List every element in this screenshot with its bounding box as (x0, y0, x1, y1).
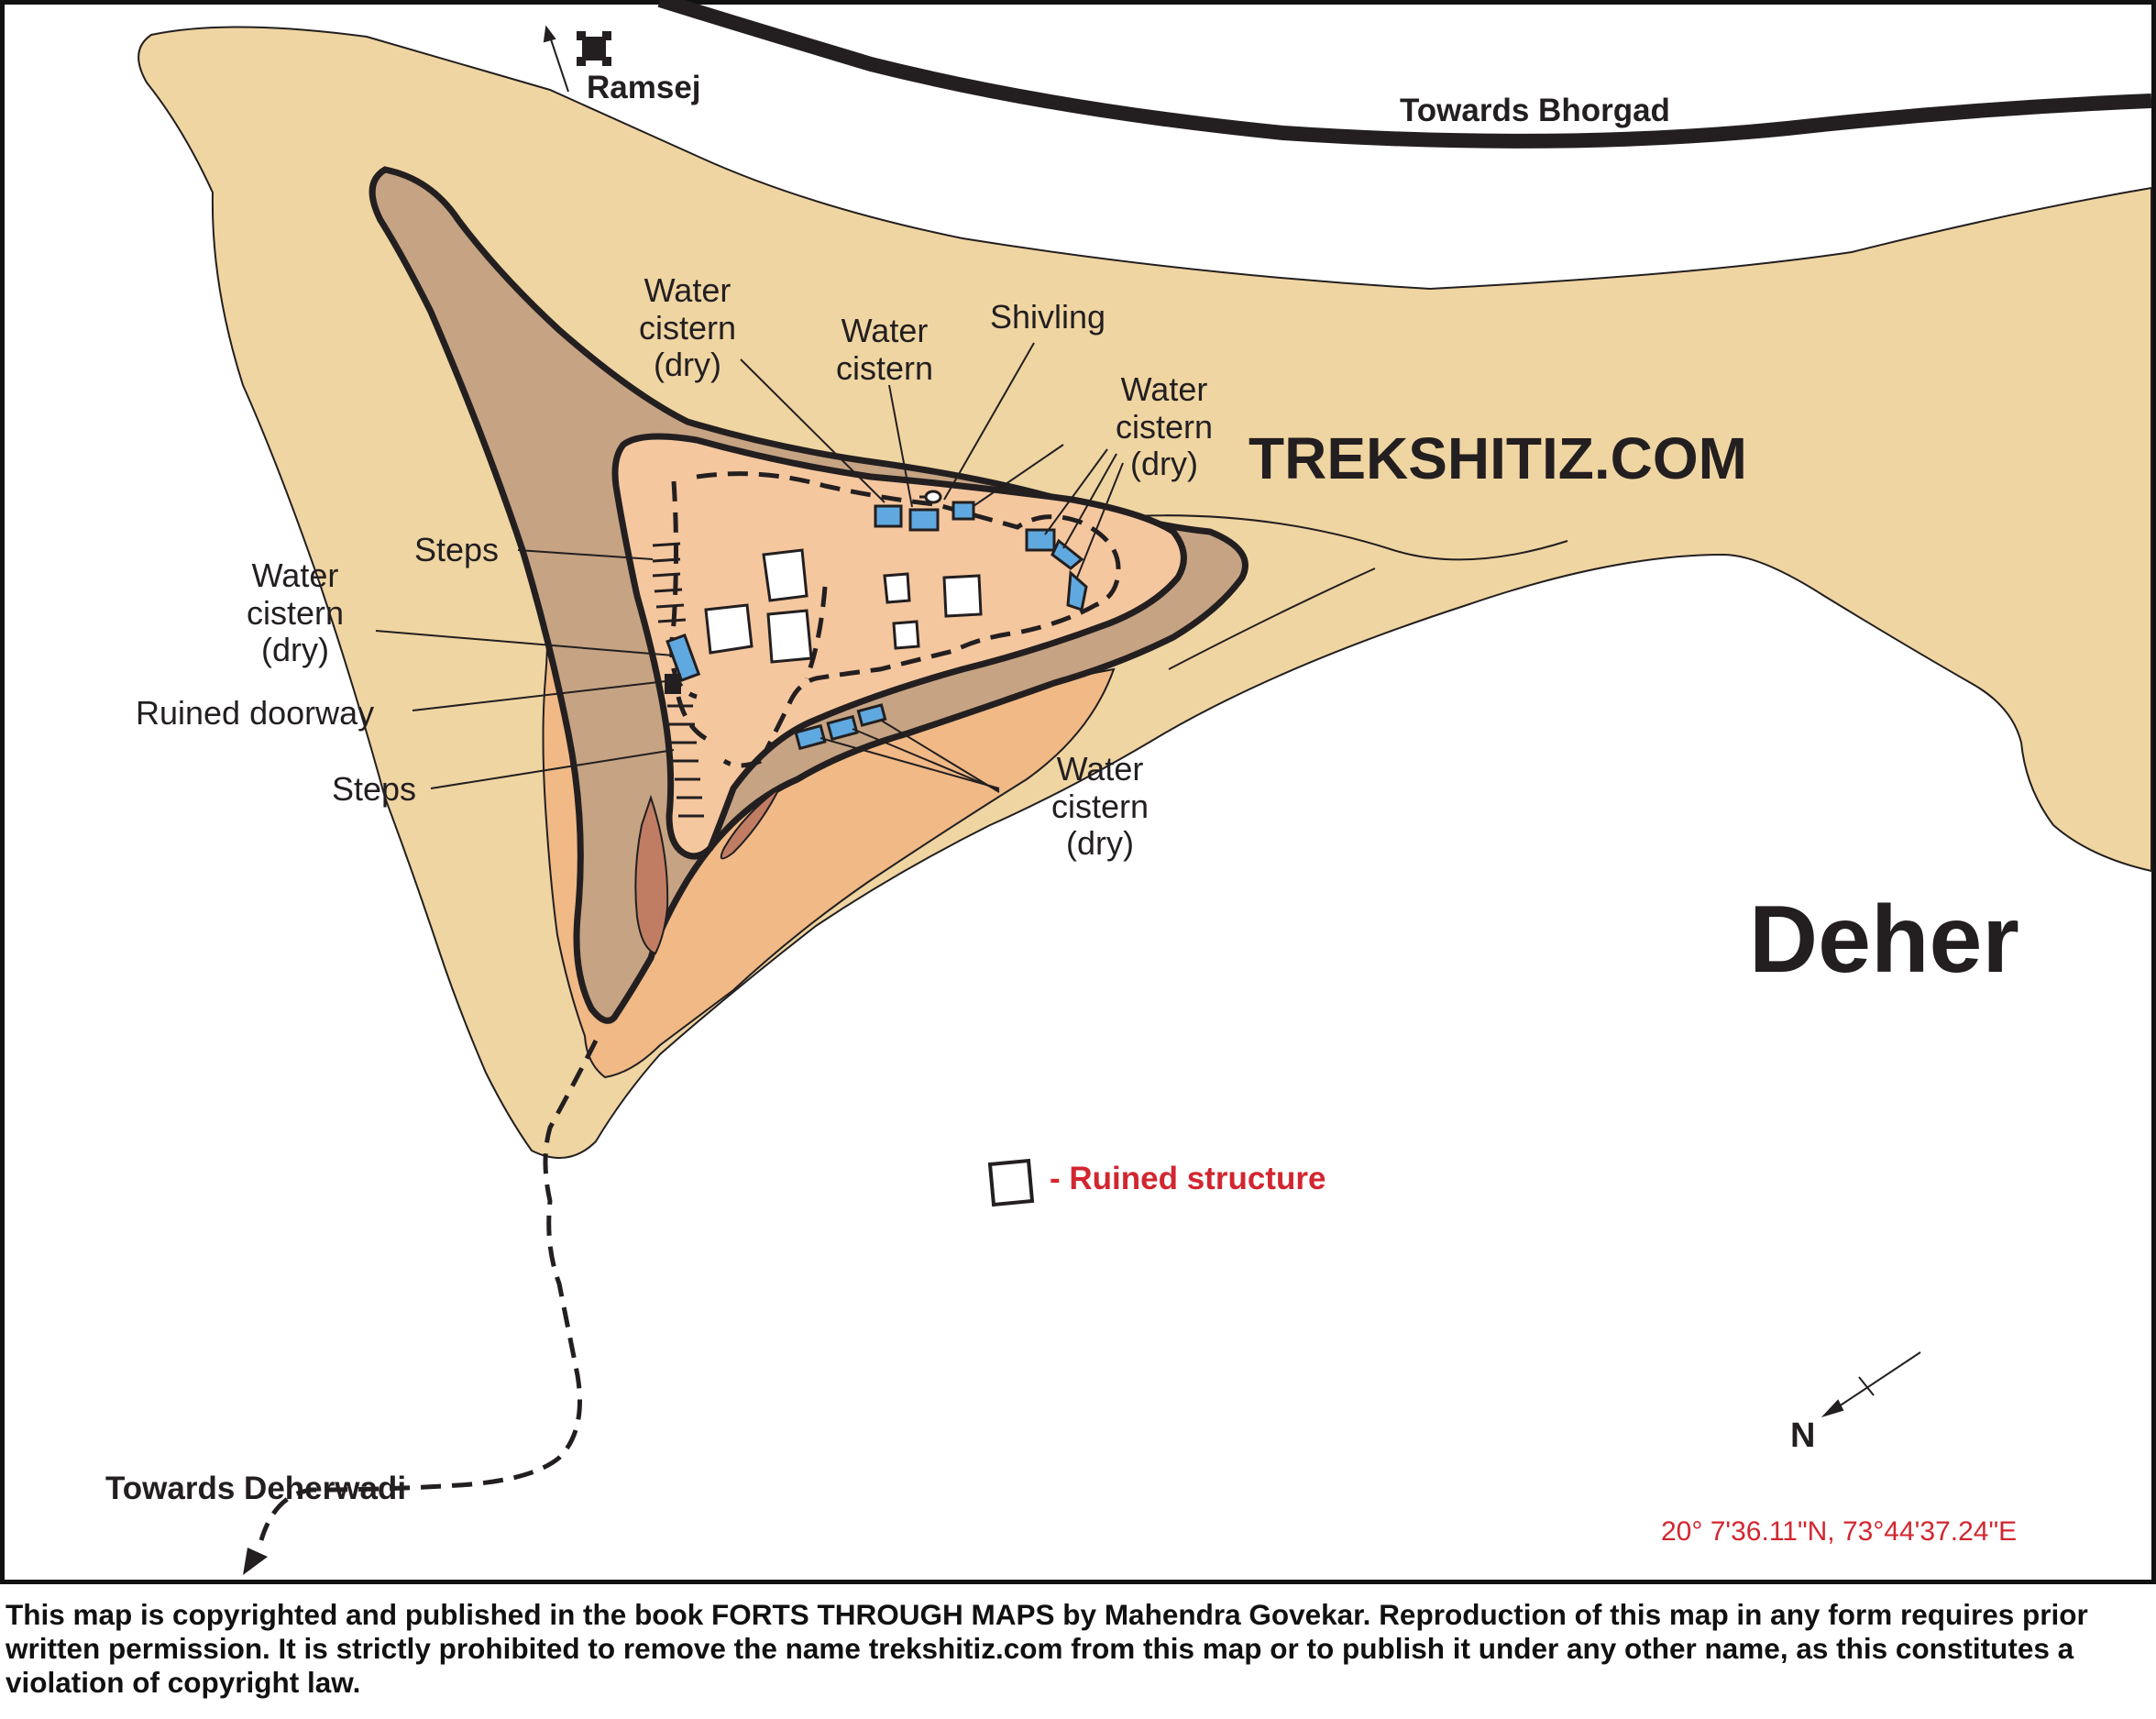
trail-deherwadi (258, 1039, 599, 1541)
arrow-ramsej (543, 25, 569, 93)
label-towards-bhorgad: Towards Bhorgad (1400, 93, 1670, 128)
water-cisterns (666, 501, 1088, 751)
watermark: TREKSHITIZ.COM (1248, 425, 1747, 491)
legend-ruined-structure-label: - Ruined structure (1050, 1161, 1326, 1196)
road-bhorgad (657, 0, 2152, 149)
north-label: N (1790, 1416, 1816, 1455)
legend-ruined-structure-icon (987, 1158, 1035, 1207)
label-steps-lower: Steps (332, 770, 417, 808)
fort-trail (669, 471, 1121, 768)
label-ramsej: Ramsej (587, 70, 701, 105)
label-water-cistern-dry-bottom: Water cistern (dry) (1050, 750, 1150, 863)
gully (634, 794, 669, 955)
ruined-structures (704, 548, 983, 664)
label-water-cistern-top: Water cistern (835, 312, 934, 387)
label-water-cistern-dry-left: Water cistern (dry) (246, 556, 345, 669)
shivling-mark (919, 490, 942, 504)
north-arrow-icon (1820, 1351, 1921, 1418)
label-water-cistern-dry-right: Water cistern (dry) (1115, 370, 1214, 483)
label-steps-upper: Steps (414, 531, 500, 568)
fort-name: Deher (1749, 887, 2019, 993)
leader-lines (375, 342, 1124, 793)
label-shivling: Shivling (990, 298, 1106, 336)
contour-line (1168, 567, 1376, 670)
arrow-bhorgad (1521, 152, 1612, 167)
arrow-deherwadi (243, 1548, 268, 1575)
ramsej-icon (577, 31, 611, 66)
label-water-cistern-dry-top: Water cistern (dry) (638, 271, 737, 384)
copyright-notice: This map is copyrighted and published in… (6, 1598, 2088, 1699)
coordinates: 20° 7'36.11"N, 73°44'37.24"E (1661, 1516, 2018, 1547)
fort-map (138, 0, 2152, 1575)
label-towards-deherwadi: Towards Deherwadi (105, 1471, 407, 1506)
gully (720, 788, 780, 860)
label-ruined-doorway: Ruined doorway (136, 694, 375, 732)
contour-line (1053, 514, 1568, 561)
steps-marks (652, 542, 704, 818)
ruined-doorway-mark (665, 674, 681, 694)
